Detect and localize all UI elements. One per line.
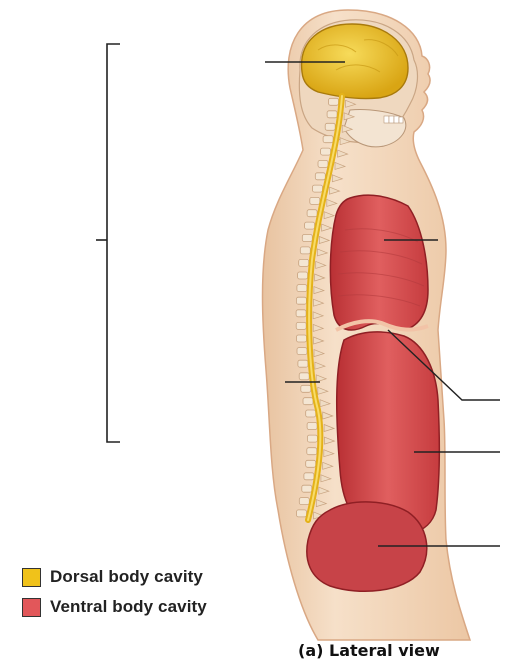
vertebra	[307, 448, 317, 455]
vertebra	[296, 310, 306, 317]
vertebra	[306, 460, 316, 467]
dorsal-ventral-bracket	[96, 44, 120, 442]
vertebra	[299, 259, 309, 266]
vertebra	[325, 123, 335, 130]
vertebra	[297, 510, 307, 517]
legend-label-dorsal: Dorsal body cavity	[50, 567, 203, 587]
vertebra	[304, 473, 314, 480]
dorsal-swatch	[22, 568, 41, 587]
vertebra	[313, 185, 323, 192]
vertebra	[306, 410, 316, 417]
vertebra	[301, 385, 311, 392]
vertebra	[323, 136, 333, 143]
vertebra	[307, 435, 317, 442]
vertebra	[302, 235, 312, 242]
vertebra	[297, 348, 307, 355]
vertebra	[299, 498, 309, 505]
vertebra	[300, 247, 310, 254]
legend-item-dorsal: Dorsal body cavity	[22, 562, 207, 592]
vertebra	[305, 222, 315, 229]
vertebra	[327, 111, 337, 118]
vertebra	[307, 210, 317, 217]
vertebra	[299, 373, 309, 380]
legend: Dorsal body cavity Ventral body cavity	[22, 562, 207, 622]
vertebra	[297, 285, 307, 292]
vertebra	[303, 398, 313, 405]
vertebra	[296, 322, 306, 329]
vertebra	[298, 360, 308, 367]
vertebra	[315, 173, 325, 180]
vertebra	[310, 197, 320, 204]
vertebra	[302, 485, 312, 492]
figure-caption: (a) Lateral view	[298, 641, 440, 660]
vertebra	[329, 98, 339, 105]
teeth	[384, 116, 403, 123]
thoracic-cavity	[330, 195, 428, 330]
vertebra	[321, 148, 331, 155]
vertebra	[296, 297, 306, 304]
legend-label-ventral: Ventral body cavity	[50, 597, 207, 617]
ventral-swatch	[22, 598, 41, 617]
legend-item-ventral: Ventral body cavity	[22, 592, 207, 622]
vertebra	[307, 423, 317, 430]
vertebra	[297, 335, 307, 342]
vertebra	[298, 272, 308, 279]
vertebra	[318, 160, 328, 167]
